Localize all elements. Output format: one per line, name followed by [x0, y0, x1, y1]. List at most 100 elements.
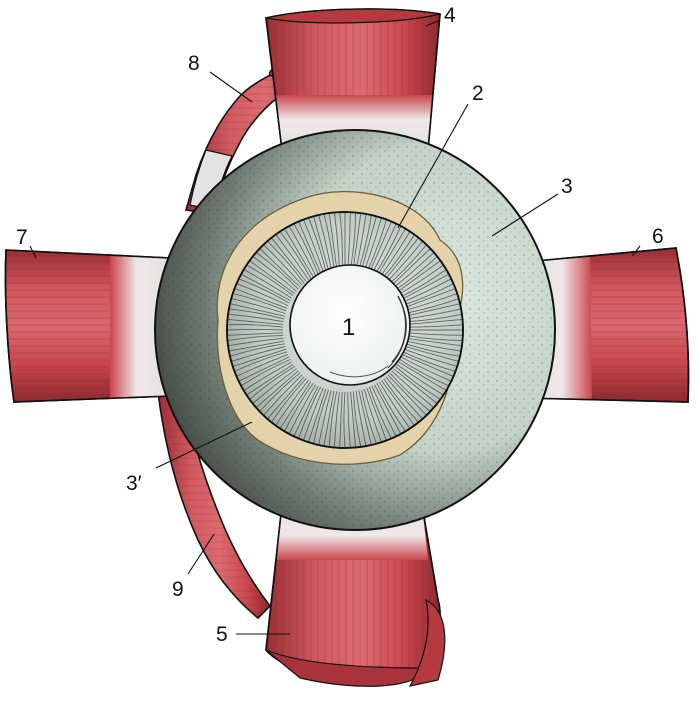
iris-fiber [308, 388, 327, 443]
iris-fiber [284, 382, 314, 432]
label-8: 8 [188, 52, 200, 75]
iris-fiber [350, 391, 357, 448]
iris-fiber [403, 348, 458, 367]
iris-fiber [284, 228, 314, 278]
iris-fiber [406, 313, 462, 323]
iris-fiber [240, 358, 291, 387]
label-1: 1 [342, 314, 355, 341]
superior-rectus-muscle [265, 8, 441, 151]
iris-fiber [252, 368, 297, 404]
iris-fiber [366, 387, 387, 441]
iris-fiber [352, 391, 362, 447]
iris-fiber [333, 212, 340, 269]
iris-fiber [368, 386, 392, 439]
leader-8 [209, 71, 253, 103]
iris-fiber [288, 384, 316, 435]
leader-3-prime [155, 421, 253, 469]
iris-fiber [406, 324, 463, 328]
leader-9 [187, 533, 215, 575]
leader-3 [491, 193, 559, 237]
iris-fiber [238, 278, 290, 304]
iris-fiber [363, 388, 382, 443]
iris-fiber [263, 374, 303, 416]
iris-fiber [393, 368, 438, 404]
iris-fiber [259, 372, 301, 412]
iris-fiber [246, 264, 294, 297]
iris-fiber [229, 303, 285, 317]
label-3: 3 [561, 175, 573, 198]
iris-fiber [313, 216, 329, 271]
iris-fiber [249, 260, 296, 294]
leader-2 [397, 103, 469, 229]
iris-fiber [391, 370, 435, 408]
iris-fiber [267, 376, 305, 420]
iris-fiber [350, 212, 357, 269]
inferior-oblique-muscle [157, 391, 272, 620]
iris-fiber [339, 391, 343, 448]
iris-fiber [406, 335, 463, 342]
iris-fiber [405, 308, 462, 320]
leader-4 [425, 19, 441, 27]
iris-fiber [303, 387, 324, 441]
iris-fiber [347, 212, 351, 269]
iris-fiber [236, 283, 289, 307]
iris-fiber [385, 376, 423, 420]
iris-fiber [347, 391, 351, 448]
label-3-prime: 3′ [126, 472, 142, 495]
iris-fiber [267, 240, 305, 284]
iris-fiber [358, 390, 372, 446]
iris-fiber [406, 337, 462, 347]
label-9: 9 [172, 578, 184, 601]
iris-fiber [234, 288, 288, 309]
iris-fiber [381, 379, 415, 426]
iris-fiber [339, 212, 343, 269]
label-7: 7 [16, 226, 28, 249]
iris-fiber [396, 363, 444, 396]
iris-fiber [263, 244, 303, 286]
iris-fiber [243, 269, 293, 299]
leader-lines [29, 19, 641, 635]
iris-fiber [378, 381, 411, 429]
iris-fiber [255, 252, 299, 290]
iris-fiber [228, 337, 284, 347]
iris-fiber [361, 389, 377, 444]
iris-fiber [323, 390, 335, 447]
iris-fiber [275, 234, 309, 281]
iris-fiber [252, 256, 297, 292]
leader-7 [29, 245, 37, 259]
iris-fiber [313, 389, 329, 444]
iris-fiber [405, 340, 462, 352]
iris-fiber [227, 332, 284, 336]
iris-fiber [402, 351, 456, 372]
iris-fiber [228, 313, 284, 323]
iris-fiber [401, 353, 454, 377]
iris-fiber [406, 332, 463, 336]
iris-fiber [394, 366, 441, 400]
iris-fiber [243, 361, 293, 391]
iris-fiber [328, 213, 338, 269]
iris-fiber [227, 318, 284, 325]
iris-fiber [249, 366, 296, 400]
label-2: 2 [472, 82, 484, 105]
iris-fiber [298, 386, 321, 439]
iris-fiber [227, 335, 284, 342]
iris-fiber [229, 343, 285, 357]
iris-fiber [293, 385, 319, 437]
label-5: 5 [216, 623, 228, 646]
iris-fiber [228, 308, 285, 320]
iris-fiber [405, 343, 461, 357]
iris-fiber [318, 214, 332, 270]
iris-fiber [232, 293, 287, 312]
iris-fiber [234, 351, 288, 372]
iris-fiber [231, 298, 286, 314]
iris-fiber [259, 248, 301, 288]
iris-fiber [323, 213, 335, 270]
iris-fiber [288, 225, 317, 276]
iris-fiber [371, 385, 397, 437]
iris-fiber [333, 391, 340, 448]
iris-fiber [279, 231, 312, 279]
label-4: 4 [444, 4, 456, 27]
iris-fiber [232, 348, 287, 367]
label-6: 6 [652, 225, 664, 248]
